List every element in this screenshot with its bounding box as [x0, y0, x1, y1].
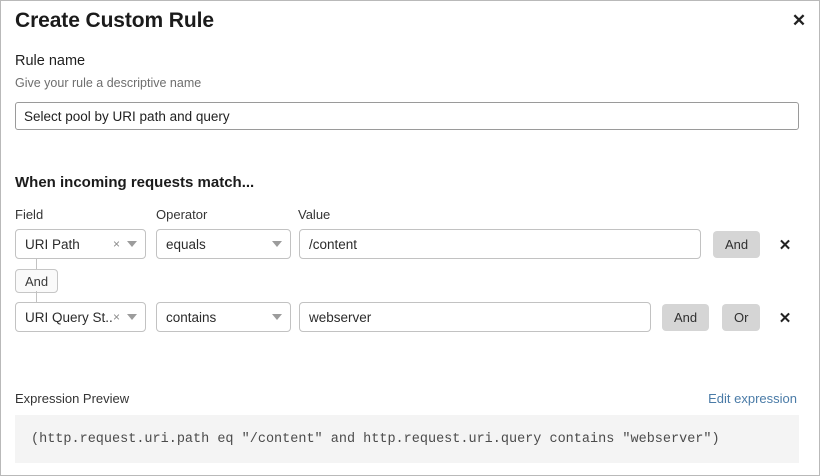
expression-code: (http.request.uri.path eq "/content" and… — [31, 431, 720, 447]
expression-preview-label: Expression Preview — [15, 391, 130, 406]
column-header-operator: Operator — [156, 207, 208, 222]
connector-line-top — [36, 259, 37, 271]
conditions-heading: When incoming requests match... — [15, 174, 255, 191]
value-input-1[interactable] — [299, 229, 701, 259]
chevron-down-icon — [272, 241, 282, 247]
rule-name-input[interactable] — [15, 102, 799, 130]
clear-icon[interactable]: × — [112, 237, 120, 251]
chevron-down-icon — [272, 314, 282, 320]
and-button-1[interactable]: And — [713, 231, 761, 258]
operator-select-2[interactable]: contains — [156, 302, 291, 332]
value-input-2[interactable] — [299, 302, 651, 332]
operator-select-label-1: equals — [166, 236, 206, 252]
column-header-value: Value — [298, 207, 331, 222]
column-header-field: Field — [15, 207, 44, 222]
expression-preview-box: (http.request.uri.path eq "/content" and… — [15, 415, 799, 463]
and-button-2[interactable]: And — [662, 304, 710, 331]
field-select-label-2: URI Query St... — [25, 309, 113, 325]
dialog-title: Create Custom Rule — [15, 9, 214, 32]
chevron-down-icon — [127, 314, 137, 320]
delete-condition-icon-2[interactable]: ✕ — [778, 309, 792, 327]
field-select-label-1: URI Path — [25, 236, 80, 252]
operator-select-1[interactable]: equals — [156, 229, 291, 259]
edit-expression-link[interactable]: Edit expression — [708, 391, 797, 406]
field-select-1[interactable]: URI Path × — [15, 229, 146, 259]
close-icon[interactable]: ✕ — [791, 10, 807, 30]
rule-name-help-text: Give your rule a descriptive name — [15, 76, 202, 90]
connector-and-chip[interactable]: And — [15, 269, 59, 293]
delete-condition-icon-1[interactable]: ✕ — [778, 236, 792, 254]
field-select-2[interactable]: URI Query St... × — [15, 302, 146, 332]
condition-row: URI Path × equals And ✕ — [1, 229, 820, 259]
or-button-2[interactable]: Or — [722, 304, 761, 331]
chevron-down-icon — [127, 241, 137, 247]
connector-line-bottom — [36, 291, 37, 303]
clear-icon[interactable]: × — [112, 310, 120, 324]
rule-name-label: Rule name — [15, 53, 86, 69]
condition-row: URI Query St... × contains And Or ✕ — [1, 302, 820, 332]
operator-select-label-2: contains — [166, 309, 217, 325]
